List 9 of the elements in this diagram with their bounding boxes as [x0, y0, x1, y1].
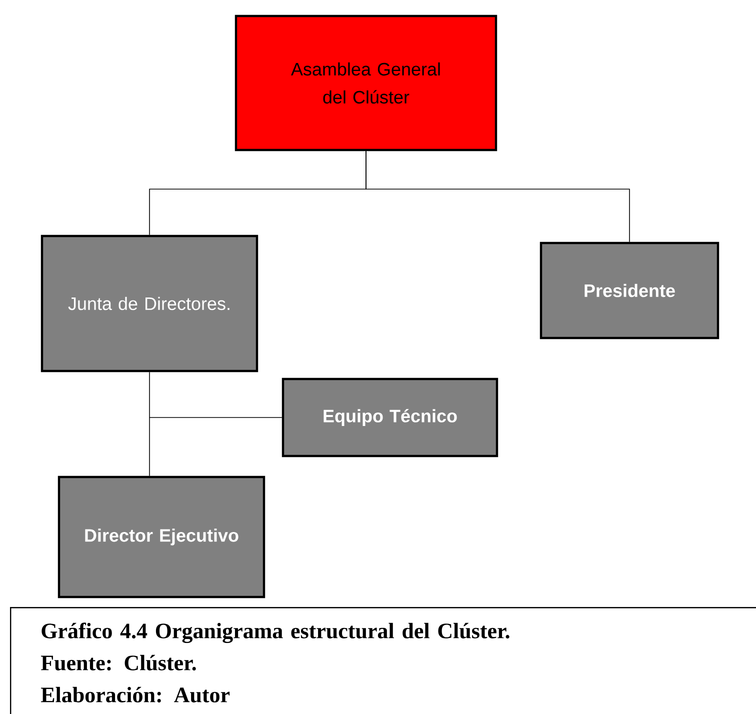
board-box: Junta de Directores.: [40, 234, 258, 372]
connector-line: [149, 417, 282, 418]
connector-line: [366, 150, 630, 242]
board-box: Asamblea General del Clúster: [234, 14, 498, 152]
connector-line: [149, 372, 150, 476]
role-box: Equipo Técnico: [282, 378, 498, 458]
role-box: Presidente: [540, 242, 720, 340]
role-box: Director Ejecutivo: [58, 476, 266, 598]
caption-box: Gráfico 4.4 Organigrama estructural del Clúster. Fuente: Clúster. Elaboración: Autor: [10, 607, 756, 714]
